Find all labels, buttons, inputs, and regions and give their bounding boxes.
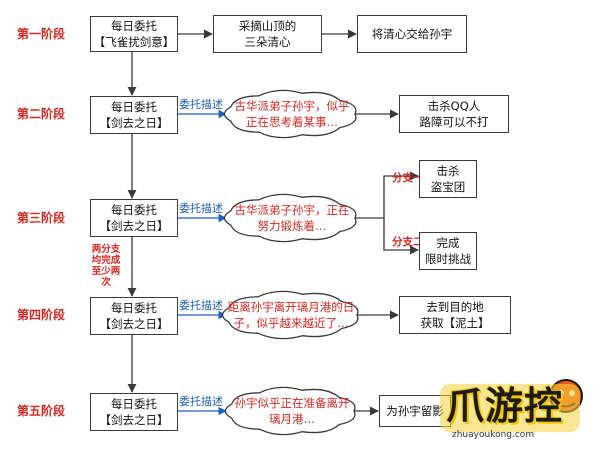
step-box-give-qingxin: 将清心交给孙宇 (357, 15, 467, 53)
note-line: 两分支 (91, 244, 121, 255)
cloud-shape-5 (224, 386, 356, 436)
branch-label-1: 分支一 (392, 172, 424, 184)
logo-url: zhuayoukong.com (452, 430, 535, 440)
cloud-line: 子，似乎越来越近了… (233, 316, 349, 330)
task-box-stage3: 每日委托 【剑去之日】 (90, 199, 178, 237)
stage-label-2: 第二阶段 (16, 107, 65, 121)
step-box-pick-qingxin: 采摘山顶的 三朵清心 (213, 15, 322, 53)
task-box-stage2: 每日委托 【剑去之日】 (90, 96, 178, 134)
cloud-shape-2 (223, 89, 357, 139)
logo-mascot-icon (440, 379, 583, 432)
stage-label-5: 第五阶段 (16, 404, 65, 418)
step-line: 三朵清心 (244, 35, 291, 49)
arrow-cloud3-branch2 (383, 218, 419, 255)
stage-label-1: 第一阶段 (16, 27, 65, 41)
cloud-line: 正在思考着某事… (246, 115, 338, 129)
desc-label-stage2: 委托描述 (179, 98, 223, 111)
cloud-line: 古华派弟子孙宇，似乎 (234, 99, 350, 113)
cloud-line: 努力锻炼着… (257, 219, 327, 233)
branch-label-2: 分支二 (392, 236, 424, 248)
cloud-line: 距离孙宇离开璃月港的日 (227, 300, 355, 314)
task-name: 【飞雀扰剑意】 (93, 35, 175, 49)
outcome-line: 去到目的地 (426, 300, 484, 314)
cloud-text-stage2: 古华派弟子孙宇，似乎 正在思考着某事… (232, 98, 352, 130)
outcome-line: 获取【泥土】 (420, 316, 490, 330)
outcome-box-stage3-branch1: 击杀 盗宝团 (419, 160, 477, 198)
note-line: 至少两次 (91, 266, 121, 288)
stage-label-4: 第四阶段 (16, 308, 65, 322)
cloud-text-stage5: 孙宇似乎正在准备离开 璃月港… (230, 395, 354, 427)
desc-label-stage3: 委托描述 (179, 202, 223, 215)
note-line: 均完成 (91, 255, 121, 266)
task-title: 每日委托 (111, 19, 157, 33)
outcome-line: 限时挑战 (425, 252, 471, 266)
cloud-line: 古华派弟子孙宇，正在 (234, 203, 350, 217)
outcome-box-stage2: 击杀QQ人 路障可以不打 (399, 95, 509, 133)
stage-label-3: 第三阶段 (16, 211, 65, 225)
outcome-line: 为孙宇留影 (386, 404, 444, 418)
cloud-text-stage4: 距离孙宇离开璃月港的日 子，似乎越来越近了… (226, 299, 356, 331)
outcome-box-stage4: 去到目的地 获取【泥土】 (399, 296, 511, 334)
step-line: 采摘山顶的 (238, 19, 297, 33)
task-name: 【剑去之日】 (99, 116, 169, 130)
step-line: 将清心交给孙宇 (371, 27, 453, 41)
outcome-line: 击杀 (436, 164, 460, 178)
task-title: 每日委托 (111, 301, 157, 315)
arrow-cloud3-branch1 (354, 171, 419, 219)
task-title: 每日委托 (111, 397, 157, 411)
outcome-line: 完成 (436, 236, 460, 250)
task-box-stage5: 每日委托 【剑去之日】 (90, 393, 178, 431)
desc-label-stage4: 委托描述 (179, 299, 223, 312)
logo-title: 爪游控 (446, 384, 564, 428)
task-box-stage1: 每日委托 【飞雀扰剑意】 (90, 16, 178, 52)
task-name: 【剑去之日】 (99, 219, 169, 233)
outcome-line: 盗宝团 (430, 180, 466, 194)
cloud-text-stage3: 古华派弟子孙宇，正在 努力锻炼着… (232, 202, 352, 234)
task-name: 【剑去之日】 (99, 317, 169, 331)
outcome-line: 击杀QQ人 (427, 99, 481, 113)
branch-note: 两分支 均完成 至少两次 (88, 244, 124, 288)
task-title: 每日委托 (111, 100, 157, 114)
cloud-shape-4 (221, 290, 359, 340)
cloud-line: 璃月港… (269, 412, 315, 426)
desc-label-stage5: 委托描述 (179, 395, 223, 408)
cloud-shape-3 (223, 193, 357, 243)
task-title: 每日委托 (111, 203, 157, 217)
outcome-box-stage3-branch2: 完成 限时挑战 (419, 232, 477, 270)
cloud-line: 孙宇似乎正在准备离开 (234, 396, 350, 410)
outcome-line: 路障可以不打 (419, 115, 489, 129)
site-logo: 爪游控 zhuayoukong.com (426, 376, 594, 448)
outcome-box-stage5: 为孙宇留影 (379, 395, 451, 427)
task-name: 【剑去之日】 (99, 413, 169, 427)
task-box-stage4: 每日委托 【剑去之日】 (90, 297, 178, 335)
